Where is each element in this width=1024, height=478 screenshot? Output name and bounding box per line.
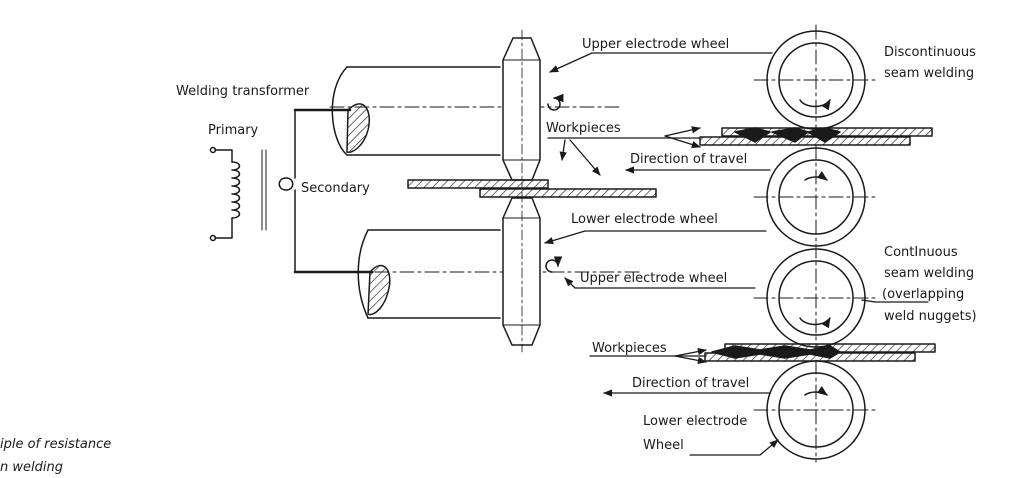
discontinuous-workpieces [699,127,933,146]
lower-electrode-wheel-label-mid: Lower electrode wheel [571,212,718,227]
direction-of-travel-label-top: Direction of travel [630,152,748,167]
continuous-lower-wheel [753,359,879,463]
caption-line2: n welding [0,460,63,475]
continuous-label-line2: seam welding [884,266,975,281]
caption-line1: iple of resistance [0,437,112,452]
workpieces-label-bottom: Workpieces [592,341,667,356]
lower-shaft [349,229,641,319]
workpieces-label-top: Workpieces [546,121,621,136]
continuous-upper-wheel [753,243,879,351]
upper-shaft [329,66,621,156]
primary-coil [209,146,241,242]
secondary-coil [278,108,374,274]
secondary-label: Secondary [301,181,370,196]
continuous-label-line1: ContInuous [884,245,958,260]
lower-electrode-wheel-side [502,191,563,353]
discontinuous-lower-wheel [753,144,879,249]
upper-electrode-wheel-side [502,29,564,189]
continuous-label-line4: weld nuggets) [884,309,977,324]
discontinuous-upper-wheel [753,24,879,133]
continuous-workpieces [704,343,936,362]
welding-transformer-label: Welding transformer [176,84,310,99]
discontinuous-label-line1: Discontinuous [884,45,976,60]
lower-electrode-label-line1: Lower electrode [643,414,748,429]
primary-label: Primary [208,123,259,138]
lower-electrode-label-line2: Wheel [643,438,684,453]
upper-electrode-wheel-label-bottom: Upper electrode wheel [580,271,728,286]
transformer-core [261,149,267,231]
welding-transformer [209,108,374,274]
discontinuous-label-line2: seam welding [884,66,975,81]
workpieces-side [407,179,657,198]
leader-arrows [545,52,929,456]
continuous-label-line3: (overlapping [882,287,965,302]
upper-electrode-wheel-label-top: Upper electrode wheel [582,37,730,52]
direction-of-travel-label-bottom: Direction of travel [632,376,750,391]
